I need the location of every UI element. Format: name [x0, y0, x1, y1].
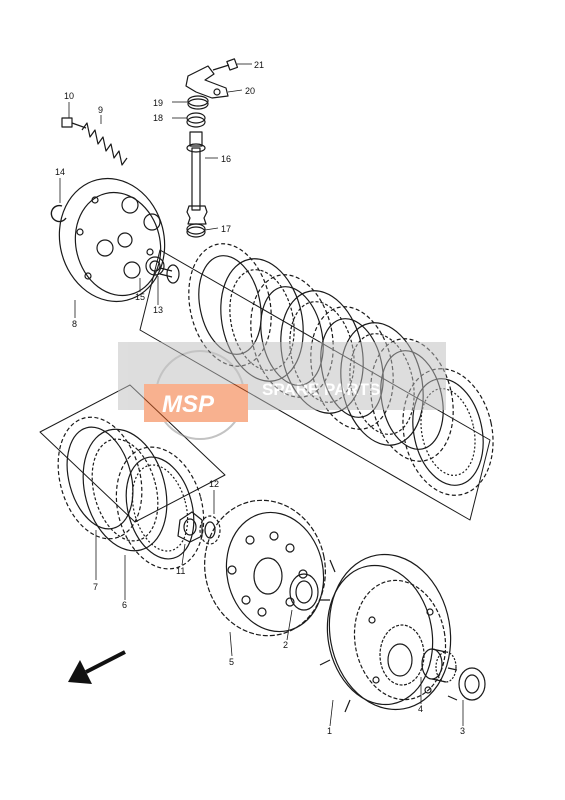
callout-21: 21	[254, 60, 264, 70]
clutch-sleeve-hub	[204, 499, 326, 637]
callout-20: 20	[245, 86, 255, 96]
clutch-spring	[81, 122, 128, 166]
watermark-logo-box	[144, 384, 248, 422]
release-lever	[185, 65, 229, 99]
watermark: MSP SPARE PARTS	[118, 342, 446, 440]
callout-18: 18	[153, 113, 163, 123]
release-shaft	[186, 131, 208, 225]
callout-2: 2	[283, 640, 288, 650]
hub-washer	[199, 515, 221, 545]
oil-seal-18	[186, 112, 206, 128]
needle-bearing	[421, 648, 457, 683]
callout-3: 3	[460, 726, 465, 736]
callout-17: 17	[221, 224, 231, 234]
leader-lines	[59, 63, 464, 727]
callout-16: 16	[221, 154, 231, 164]
callout-6: 6	[122, 600, 127, 610]
washer-19	[187, 95, 209, 110]
watermark-company-text: SPARE PARTS	[262, 380, 380, 399]
lever-bolt	[212, 58, 239, 71]
arrow-down-left-icon	[68, 650, 126, 684]
callout-10: 10	[64, 91, 74, 101]
bearing	[145, 256, 165, 276]
circlip	[50, 204, 67, 223]
callout-5: 5	[229, 657, 234, 667]
watermark-logo-text: MSP	[162, 391, 215, 418]
callout-4: 4	[418, 704, 423, 714]
oil-seal-17	[186, 223, 206, 238]
spring-bolt	[61, 117, 87, 129]
callout-8: 8	[72, 319, 77, 329]
clutch-housing	[319, 553, 452, 713]
plate-stack-frame-lower	[39, 384, 226, 523]
callout-1: 1	[327, 726, 332, 736]
callout-15: 15	[135, 292, 145, 302]
thrust-washer	[289, 573, 319, 611]
pressure-plate	[58, 177, 166, 303]
driven-plate-group	[57, 416, 168, 552]
callout-7: 7	[93, 582, 98, 592]
callout-numbers: 21 20 19 18 16 17 10 9 14 8 15 13 7 6 11…	[55, 60, 465, 736]
callout-12: 12	[209, 479, 219, 489]
callout-9: 9	[98, 105, 103, 115]
callout-14: 14	[55, 167, 65, 177]
hub-nut	[177, 511, 203, 543]
callout-19: 19	[153, 98, 163, 108]
callout-13: 13	[153, 305, 163, 315]
callout-11: 11	[176, 566, 185, 576]
spacer	[447, 667, 486, 701]
push-piece	[159, 264, 180, 284]
